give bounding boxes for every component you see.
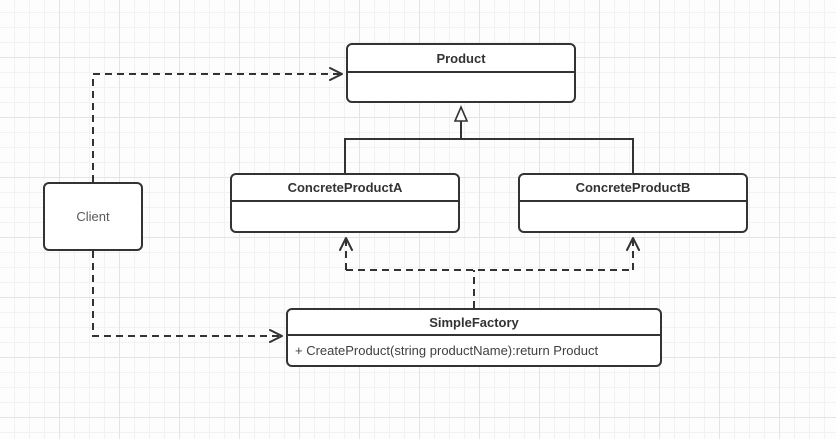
edge-generalization-branches[interactable] bbox=[344, 138, 634, 173]
class-members-concrete-product-b bbox=[520, 202, 746, 231]
edge-client-to-product[interactable] bbox=[92, 67, 343, 182]
class-title-product: Product bbox=[348, 45, 574, 73]
class-node-product[interactable]: Product bbox=[346, 43, 576, 103]
class-members-product bbox=[348, 73, 574, 101]
node-client[interactable]: Client bbox=[43, 182, 143, 251]
class-title-simple-factory: SimpleFactory bbox=[288, 310, 660, 336]
class-node-simple-factory[interactable]: SimpleFactory + CreateProduct(string pro… bbox=[286, 308, 662, 367]
class-node-concrete-product-a[interactable]: ConcreteProductA bbox=[230, 173, 460, 233]
class-title-concrete-product-a: ConcreteProductA bbox=[232, 175, 458, 202]
client-label: Client bbox=[76, 209, 110, 224]
class-node-concrete-product-b[interactable]: ConcreteProductB bbox=[518, 173, 748, 233]
class-method-create-product: + CreateProduct(string productName):retu… bbox=[295, 343, 599, 358]
class-title-concrete-product-b: ConcreteProductB bbox=[520, 175, 746, 202]
edge-client-to-simplefactory[interactable] bbox=[92, 251, 283, 343]
class-members-concrete-product-a bbox=[232, 202, 458, 231]
